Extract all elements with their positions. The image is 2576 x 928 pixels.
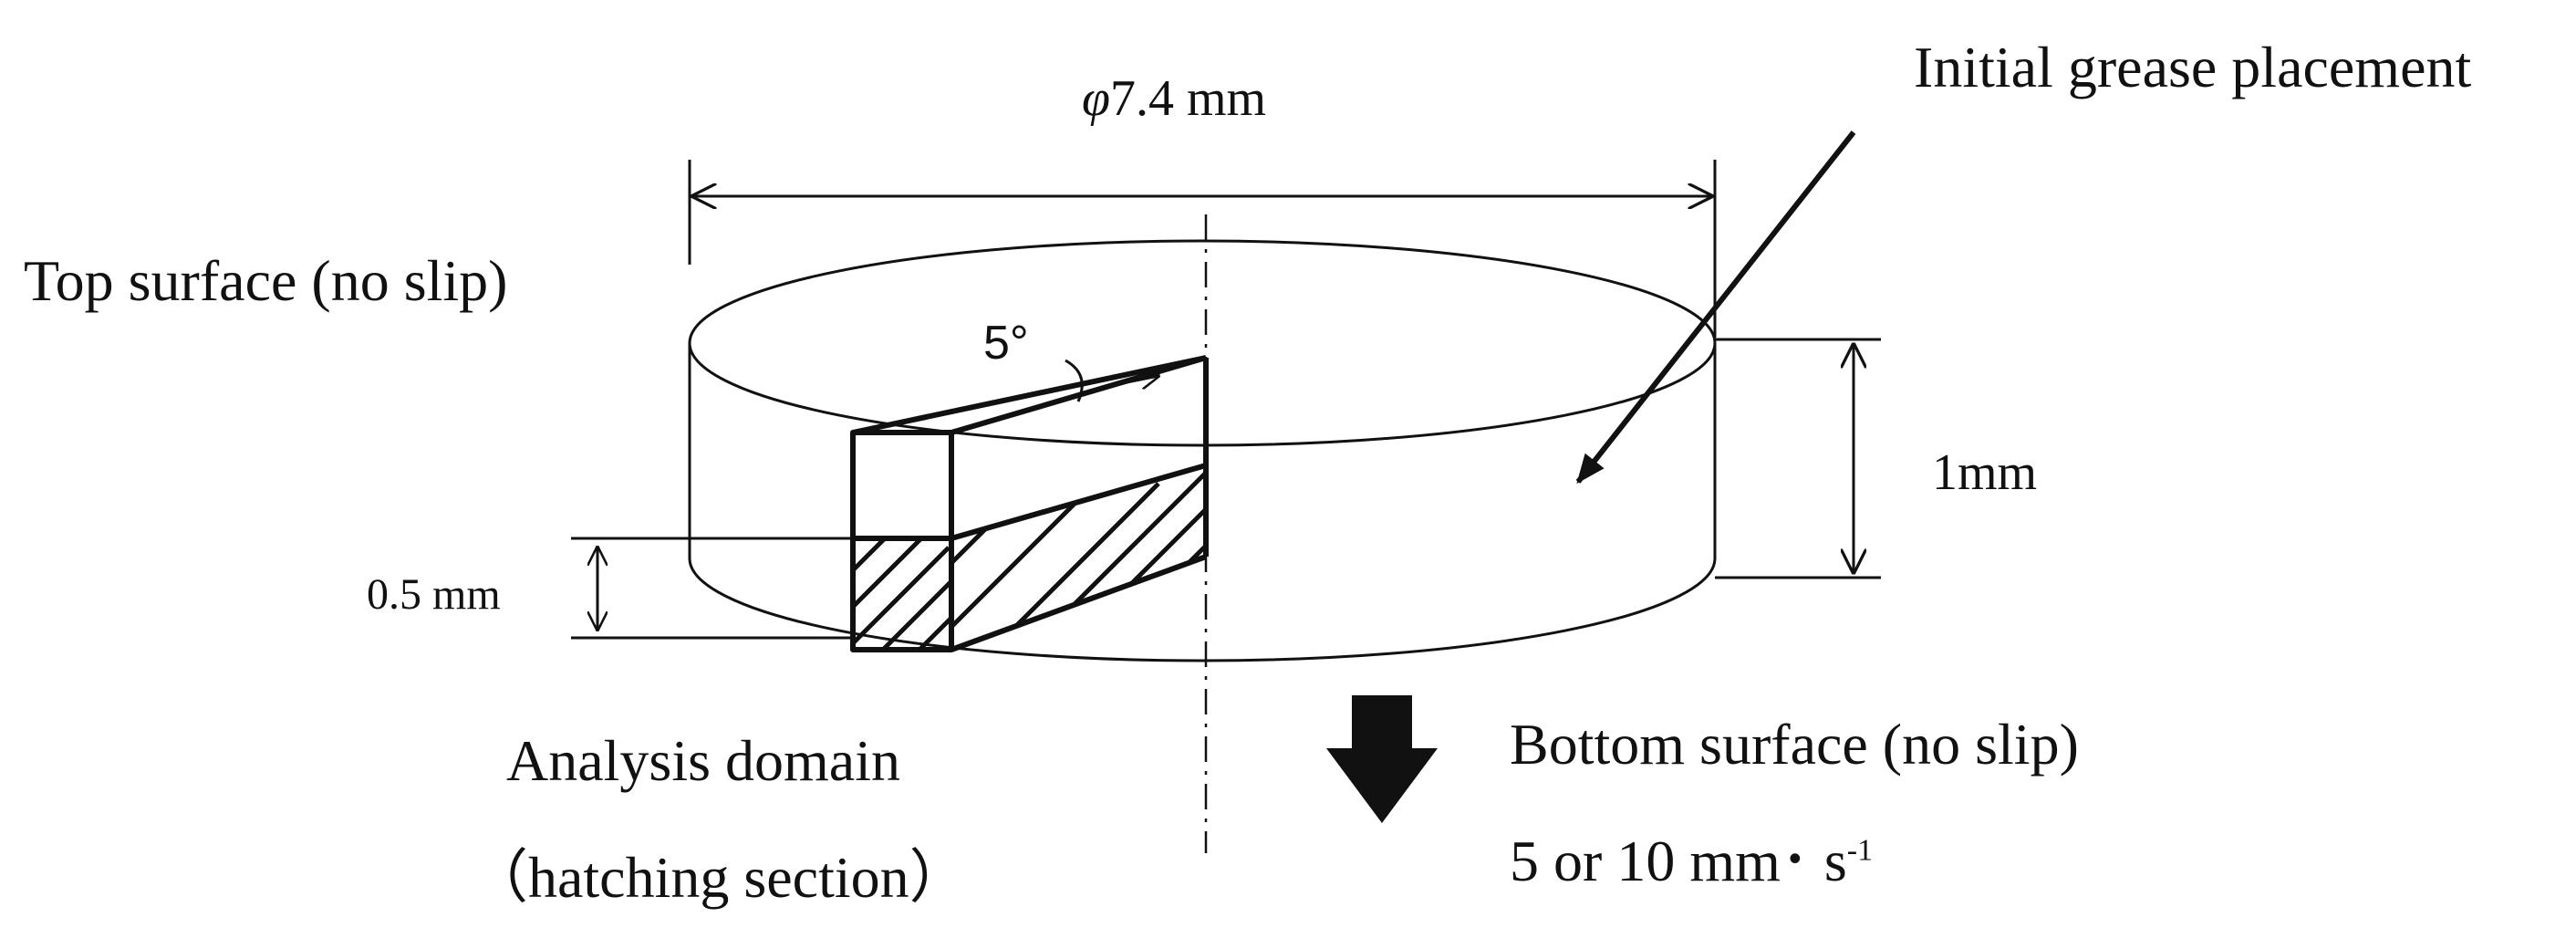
bottom-surface-label: Bottom surface (no slip) [1510, 712, 2079, 777]
initial-placement-label: Initial grease placement [1914, 35, 2472, 99]
wedge-analysis-domain [850, 355, 1209, 652]
cylinder-bottom-arc [688, 558, 1717, 662]
cylinder [688, 239, 1717, 662]
diameter-label: φ7.4 mm [1082, 70, 1267, 127]
height-dimension [1715, 338, 1881, 579]
speed-label: 5 or 10 mm･ s-1 [1510, 829, 1874, 893]
hatching-section-label: （hatching section） [470, 845, 968, 910]
down-arrow-icon [1326, 695, 1438, 823]
half-height-label: 0.5 mm [367, 570, 501, 619]
analysis-domain-label: Analysis domain [506, 728, 900, 793]
angle-label: 5° [983, 317, 1029, 370]
top-surface-label: Top surface (no slip) [24, 248, 508, 313]
half-height-dimension [571, 537, 853, 640]
cylinder-top-ellipse [688, 239, 1717, 447]
placement-leader-arrow [1575, 130, 1856, 485]
height-label: 1mm [1932, 444, 2038, 501]
diameter-dimension [688, 160, 1717, 338]
angle-marker [1065, 359, 1158, 402]
